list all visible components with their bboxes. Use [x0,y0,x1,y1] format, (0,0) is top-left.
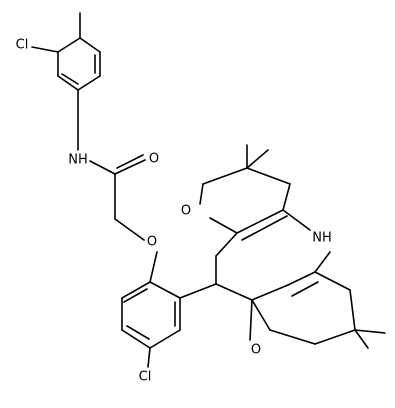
bond [251,299,271,331]
bond [149,281,181,299]
bond [114,159,146,175]
bond [215,283,253,301]
atom-label-cl-top: Cl [16,38,29,53]
bond [149,329,181,349]
bond [269,329,316,345]
bond [121,281,151,299]
bond [246,149,269,169]
bond-lines [31,12,386,368]
bond [31,46,59,53]
bond [149,251,158,283]
bond [57,37,81,53]
atom-label-nh-amide: NH [68,153,88,168]
bond [314,271,351,291]
bond [57,75,79,91]
bond [199,183,204,205]
bond [123,288,148,303]
atom-labels: Cl NH O O O NH O Cl [16,38,332,385]
bond [314,251,331,273]
bond [61,73,79,85]
atom-label-o-ether: O [147,235,157,250]
bond [236,209,284,234]
bond [147,347,151,368]
bond [116,154,144,169]
bond [202,167,248,185]
bond [282,209,311,231]
bond [121,329,151,349]
atom-label-o-ketone-top: O [181,204,191,219]
bond [354,329,369,349]
bond [282,183,291,211]
atom-label-o-ketone-bottom: O [251,343,261,358]
bond [209,217,238,234]
bond [89,160,116,175]
bond [114,218,145,241]
atom-label-o-carbonyl-amide: O [149,152,159,167]
bond [349,289,356,331]
bond [291,281,319,297]
bond [215,232,238,257]
bond [126,325,150,340]
bond [354,329,386,334]
bond [249,299,253,341]
bond [77,75,101,91]
bond [241,215,288,241]
bond [246,167,291,185]
bond [179,283,217,299]
bond [251,284,289,301]
atom-label-cl-bottom: Cl [139,370,152,385]
bond [314,329,356,345]
atom-label-nh-ring: NH [312,231,332,246]
bond [79,37,101,53]
bond [287,271,316,286]
